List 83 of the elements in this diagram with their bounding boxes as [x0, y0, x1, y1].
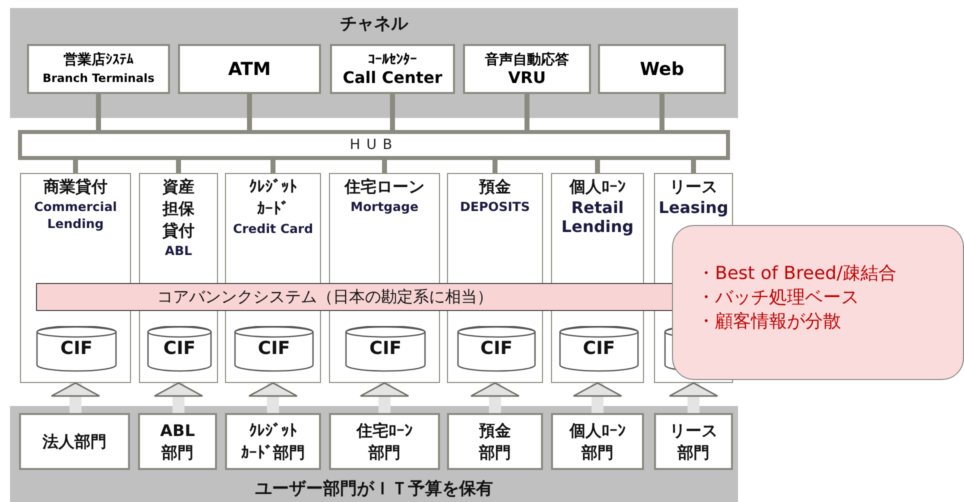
column-title: ｸﾚｼﾞｯﾄｶｰﾄﾞ — [248, 176, 298, 220]
column-title: 個人ﾛｰﾝ — [568, 176, 626, 198]
block-arrow — [668, 382, 718, 413]
cylinder-label: CIF — [479, 338, 514, 359]
column-subtitle: ABL — [164, 242, 194, 259]
department-label: 法人部門 — [42, 430, 106, 452]
column-title: リース — [668, 176, 718, 198]
column-subtitle: Retail Lending — [560, 198, 635, 236]
cylinder-label: CIF — [256, 338, 292, 359]
department-label: 預金部門 — [479, 420, 511, 464]
database-cylinder — [234, 326, 314, 372]
bullet-text: ・バッチ処理ベース — [697, 286, 860, 310]
connector-line — [176, 160, 181, 173]
column-subtitle: Commercial Lending — [33, 198, 118, 232]
department-label: ｸﾚｼﾞｯﾄｶｰﾄﾞ部門 — [241, 420, 305, 464]
block-arrow — [470, 382, 520, 413]
channel-box — [27, 44, 170, 94]
database-cylinder — [457, 326, 536, 372]
block-arrow — [248, 382, 298, 413]
connector-line — [390, 94, 395, 130]
box-title: Web — [638, 58, 686, 80]
box-title: ｺｰﾙｾﾝﾀｰ — [367, 52, 418, 68]
block-arrow — [154, 382, 204, 413]
column-title: 商業貸付 — [42, 176, 108, 198]
column-title: 住宅ローン — [343, 176, 426, 198]
database-cylinder — [559, 326, 639, 372]
box-subtitle: Call Center — [342, 68, 444, 86]
database-cylinder — [36, 326, 117, 372]
column-subtitle: Mortgage — [350, 198, 420, 215]
connector-line — [73, 160, 78, 173]
box-subtitle: VRU — [507, 68, 547, 86]
connector-line — [595, 160, 600, 173]
department-box — [225, 413, 321, 470]
department-box — [654, 413, 733, 470]
cylinder-label: CIF — [162, 338, 197, 359]
connector-line — [492, 160, 498, 173]
connector-line — [382, 160, 387, 173]
connector-line — [96, 94, 101, 130]
database-cylinder — [147, 326, 212, 372]
band-heading: チャネル — [339, 13, 410, 35]
channel-box — [330, 44, 455, 94]
channel-box — [598, 44, 726, 94]
cylinder-label: CIF — [582, 338, 616, 359]
connector-line — [691, 160, 696, 173]
column-title: 資産担保貸付 — [161, 176, 196, 242]
cylinder-label: CIF — [368, 338, 403, 359]
channel-band — [10, 8, 738, 118]
department-label: ABL部門 — [160, 420, 195, 464]
block-arrow — [360, 382, 410, 413]
department-label: リース部門 — [670, 420, 718, 464]
channel-box — [463, 44, 591, 94]
bar-label: コアバンンクシステム（日本の勘定系に相当） — [157, 286, 493, 308]
channel-box — [178, 44, 321, 94]
department-box — [551, 413, 644, 470]
department-box — [19, 413, 130, 470]
department-box — [138, 413, 217, 470]
department-box — [329, 413, 440, 470]
connector-line — [524, 94, 530, 130]
bullet-text: ・顧客情報が分散 — [697, 310, 842, 334]
bullet-text: ・Best of Breed/疎結合 — [697, 262, 898, 286]
box-subtitle: Branch Terminals — [42, 70, 156, 86]
box-title: 音声自動応答 — [484, 52, 570, 68]
department-label: 個人ﾛｰﾝ部門 — [570, 420, 626, 464]
hub-bar — [18, 130, 730, 160]
column-subtitle: DEPOSITS — [459, 198, 531, 215]
band-heading: ユーザー部門がＩＴ予算を保有 — [254, 478, 494, 500]
hub-label: HUB — [350, 137, 398, 153]
cylinder-label: CIF — [59, 338, 94, 359]
connector-line — [660, 94, 664, 130]
column-subtitle: Leasing — [658, 198, 730, 217]
connector-line — [270, 160, 276, 173]
column-title: 預金 — [478, 176, 512, 198]
block-arrow — [572, 382, 622, 413]
department-band — [10, 406, 738, 502]
column-subtitle: Credit Card — [232, 220, 314, 237]
callout-tooltip — [672, 225, 964, 380]
box-title: 営業店ｼｽﾃﾑ — [62, 52, 134, 68]
department-label: 住宅ﾛｰﾝ部門 — [356, 420, 412, 464]
database-cylinder — [345, 326, 426, 372]
box-title: ATM — [227, 58, 272, 80]
connector-line — [247, 94, 252, 130]
department-box — [447, 413, 543, 470]
block-arrow — [50, 382, 100, 413]
